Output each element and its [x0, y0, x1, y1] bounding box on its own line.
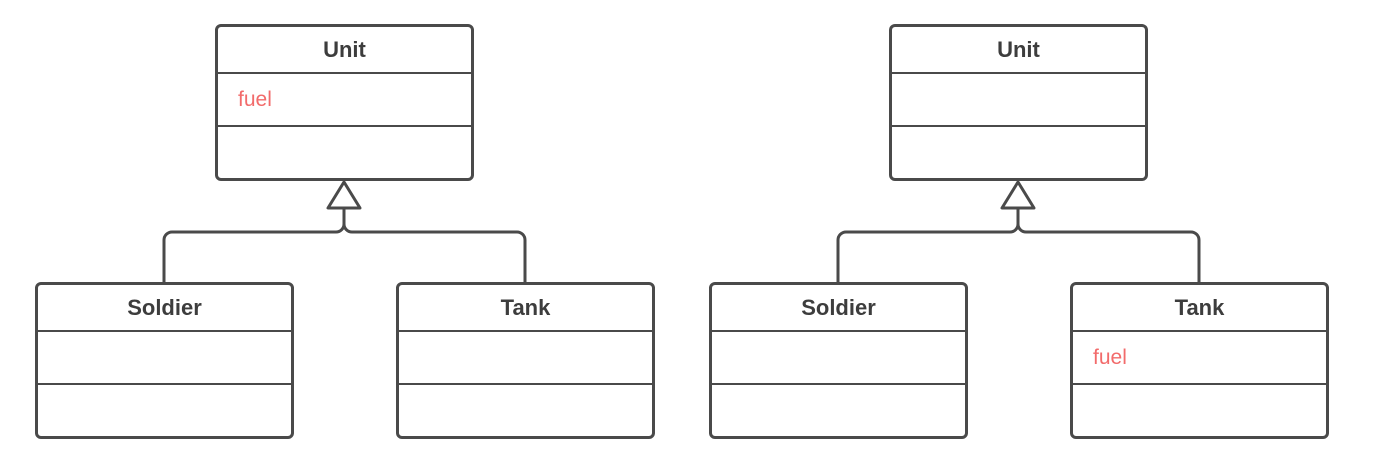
methods-compartment — [399, 385, 652, 435]
methods-compartment — [1073, 385, 1326, 435]
right-inheritance-line-soldier — [836, 208, 1020, 282]
right-tank-class[interactable]: Tank fuel — [1070, 282, 1329, 439]
right-inheritance — [836, 180, 1201, 282]
class-name: Soldier — [712, 285, 965, 332]
left-generalization-arrowhead — [326, 180, 362, 210]
right-generalization-arrowhead — [1000, 180, 1036, 210]
class-name: Unit — [892, 27, 1145, 74]
left-inheritance-line-soldier — [162, 208, 346, 282]
right-inheritance-line-tank — [1016, 208, 1201, 282]
left-inheritance-line-tank — [342, 208, 527, 282]
methods-compartment — [712, 385, 965, 435]
left-soldier-class[interactable]: Soldier — [35, 282, 294, 439]
left-unit-class[interactable]: Unit fuel — [215, 24, 474, 181]
attributes-compartment — [892, 74, 1145, 127]
class-name: Soldier — [38, 285, 291, 332]
class-name: Tank — [399, 285, 652, 332]
left-inheritance — [162, 180, 527, 282]
methods-compartment — [892, 127, 1145, 177]
left-tank-class[interactable]: Tank — [396, 282, 655, 439]
right-unit-class[interactable]: Unit — [889, 24, 1148, 181]
attributes-compartment: fuel — [218, 74, 471, 127]
attributes-compartment — [38, 332, 291, 385]
attributes-compartment — [712, 332, 965, 385]
right-soldier-class[interactable]: Soldier — [709, 282, 968, 439]
attribute-fuel: fuel — [238, 87, 272, 111]
attributes-compartment — [399, 332, 652, 385]
methods-compartment — [38, 385, 291, 435]
class-name: Tank — [1073, 285, 1326, 332]
attribute-fuel: fuel — [1093, 345, 1127, 369]
attributes-compartment: fuel — [1073, 332, 1326, 385]
class-name: Unit — [218, 27, 471, 74]
methods-compartment — [218, 127, 471, 177]
